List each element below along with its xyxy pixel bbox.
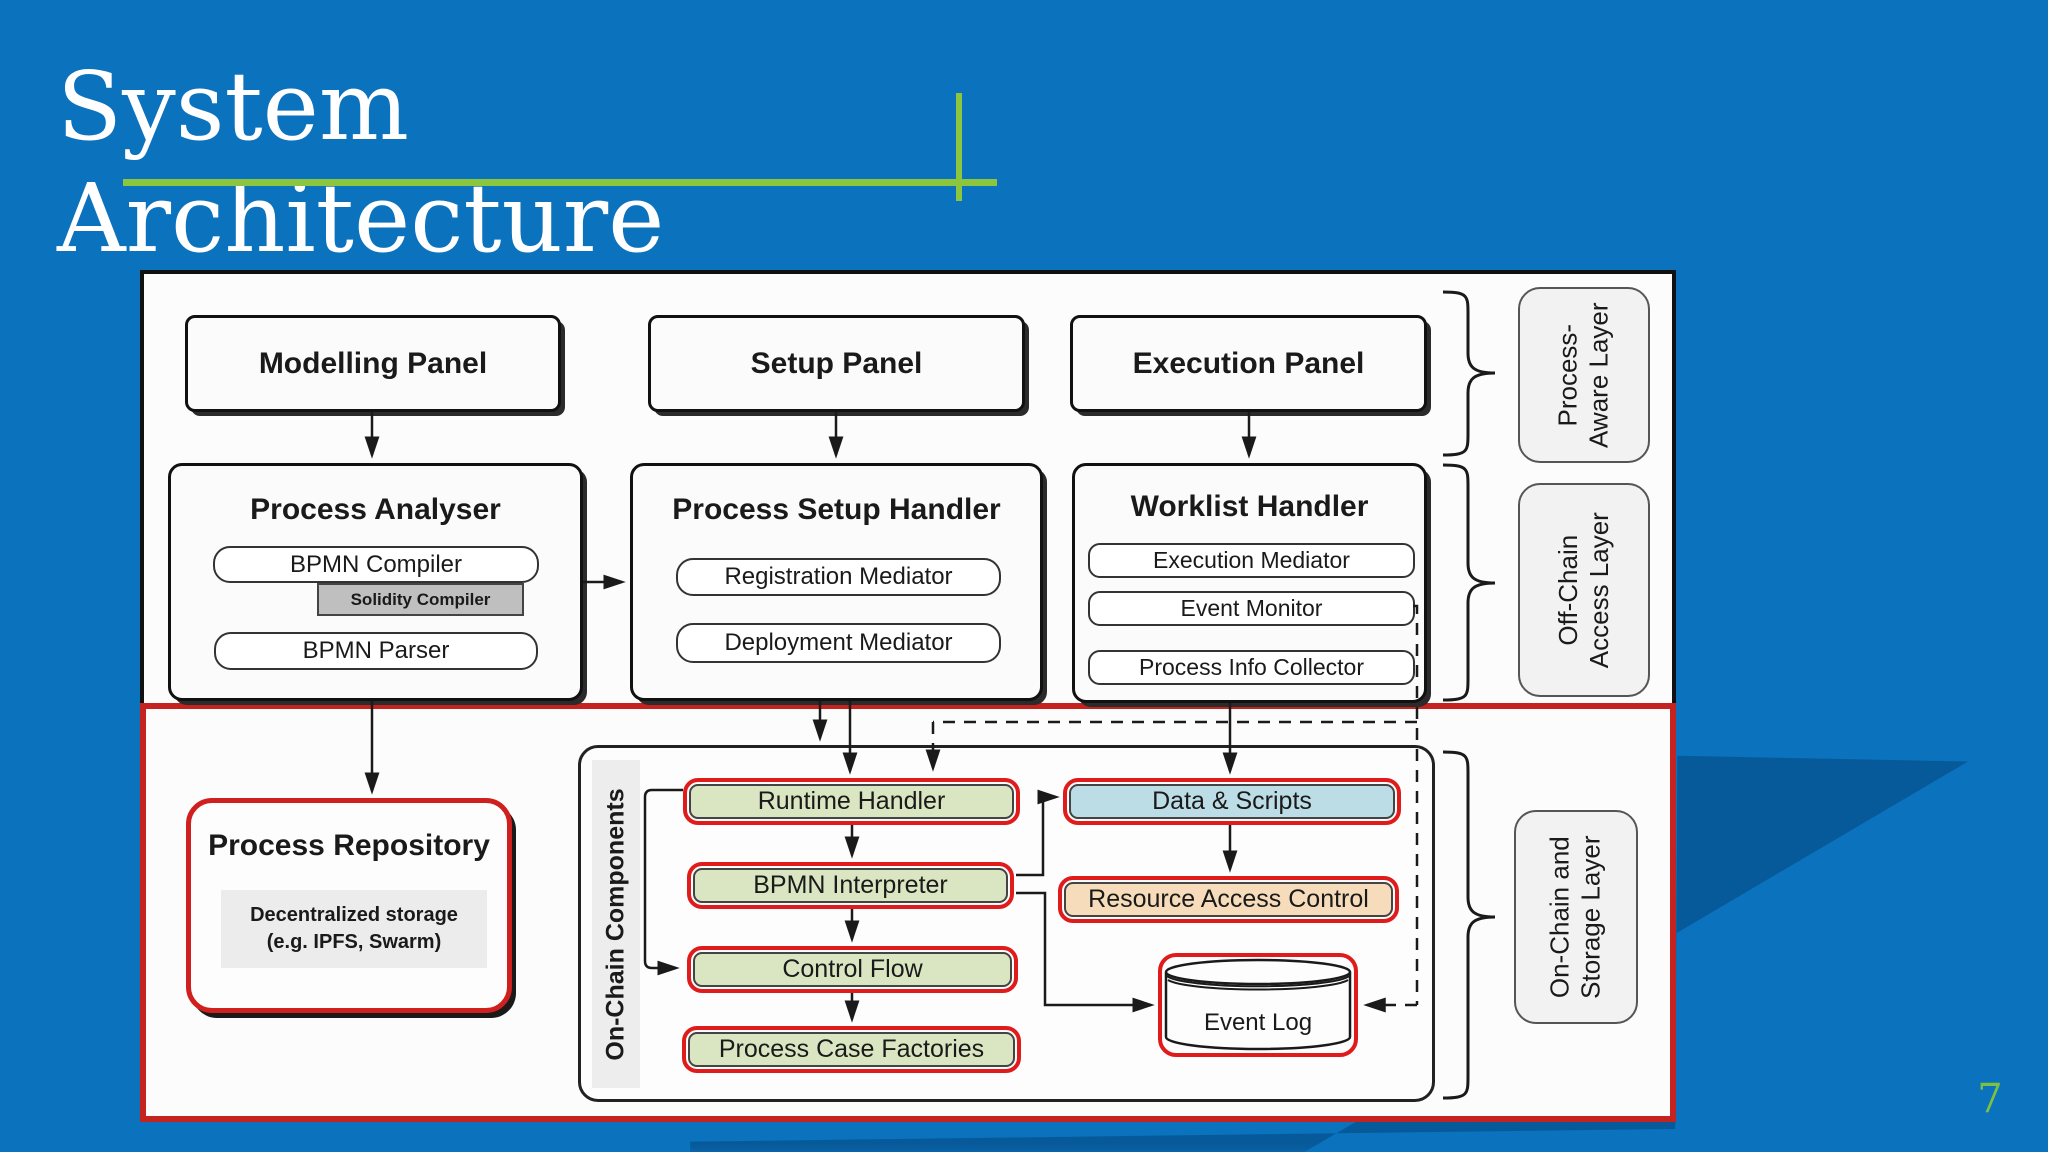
process-case-factories-label: Process Case Factories <box>718 1035 985 1063</box>
registration-mediator-box: Registration Mediator <box>676 558 1001 596</box>
database-cylinder-icon <box>1164 958 1352 1051</box>
data-scripts-box: Data & Scripts <box>1063 778 1401 825</box>
on-chain-components-label: On-Chain Components <box>601 787 630 1061</box>
on-chain-storage-line1: On-Chain and <box>1544 836 1575 998</box>
page-number: 7 <box>1977 1076 2003 1122</box>
resource-access-control-box: Resource Access Control <box>1058 876 1399 923</box>
registration-mediator-label: Registration Mediator <box>724 563 953 590</box>
execution-panel-box: Execution Panel <box>1070 315 1427 412</box>
storage-note-line1: Decentralized storage <box>250 904 458 926</box>
on-chain-storage-line2: Storage Layer <box>1576 835 1607 999</box>
process-info-collector-box: Process Info Collector <box>1088 650 1415 685</box>
solidity-compiler-label: Solidity Compiler <box>350 589 491 609</box>
bpmn-interpreter-box: BPMN Interpreter <box>687 862 1014 909</box>
storage-note-line2: (e.g. IPFS, Swarm) <box>266 931 442 953</box>
off-chain-layer-line2: Access Layer <box>1584 511 1615 669</box>
bpmn-interpreter-label: BPMN Interpreter <box>753 871 948 899</box>
decentralized-storage-note: Decentralized storage (e.g. IPFS, Swarm) <box>221 890 487 968</box>
execution-mediator-box: Execution Mediator <box>1088 543 1415 578</box>
solidity-compiler-box: Solidity Compiler <box>317 583 524 616</box>
page-title-line1: System <box>57 52 409 162</box>
setup-panel-box: Setup Panel <box>648 315 1025 412</box>
process-case-factories-box: Process Case Factories <box>682 1026 1021 1073</box>
control-flow-label: Control Flow <box>782 955 923 983</box>
bpmn-parser-box: BPMN Parser <box>214 632 538 670</box>
deployment-mediator-box: Deployment Mediator <box>676 623 1001 663</box>
execution-mediator-label: Execution Mediator <box>1153 547 1350 573</box>
off-chain-layer-line1: Off-Chain <box>1552 534 1583 646</box>
setup-panel-label: Setup Panel <box>750 346 923 380</box>
worklist-handler-title: Worklist Handler <box>1130 490 1369 523</box>
process-analyser-title: Process Analyser <box>250 493 501 526</box>
deployment-mediator-label: Deployment Mediator <box>724 629 953 656</box>
worklist-handler-box: Worklist Handler Execution Mediator Even… <box>1072 463 1427 703</box>
runtime-handler-label: Runtime Handler <box>757 787 946 815</box>
on-chain-components-strip: On-Chain Components <box>592 760 640 1088</box>
resource-access-control-label: Resource Access Control <box>1088 885 1369 913</box>
event-monitor-label: Event Monitor <box>1180 595 1323 621</box>
process-setup-handler-box: Process Setup Handler Registration Media… <box>630 463 1043 701</box>
page-title-line2: Architecture <box>57 164 665 274</box>
off-chain-access-layer-label: Off-Chain Access Layer <box>1518 483 1650 697</box>
modelling-panel-label: Modelling Panel <box>258 346 488 380</box>
modelling-panel-box: Modelling Panel <box>185 315 561 412</box>
event-log-label: Event Log <box>1203 1009 1313 1036</box>
process-aware-layer-line1: Process- <box>1552 323 1583 427</box>
process-analyser-box: Process Analyser BPMN Compiler Solidity … <box>168 463 583 701</box>
bpmn-parser-label: BPMN Parser <box>302 637 450 664</box>
process-repository-title: Process Repository <box>208 829 490 862</box>
on-chain-storage-layer-label: On-Chain and Storage Layer <box>1514 810 1638 1024</box>
process-setup-handler-title: Process Setup Handler <box>672 493 1001 526</box>
title-underline-tick <box>956 93 962 201</box>
process-info-collector-label: Process Info Collector <box>1139 654 1364 680</box>
event-log-box: Event Log <box>1158 953 1358 1057</box>
title-underline <box>123 179 997 186</box>
process-repository-box: Process Repository Decentralized storage… <box>186 798 512 1013</box>
process-aware-layer-line2: Aware Layer <box>1584 302 1614 448</box>
control-flow-box: Control Flow <box>687 946 1018 993</box>
event-monitor-box: Event Monitor <box>1088 591 1415 626</box>
runtime-handler-box: Runtime Handler <box>683 778 1020 825</box>
bpmn-compiler-label: BPMN Compiler <box>289 550 463 578</box>
data-scripts-label: Data & Scripts <box>1152 787 1312 815</box>
bpmn-compiler-box: BPMN Compiler <box>213 546 539 583</box>
execution-panel-label: Execution Panel <box>1132 346 1365 380</box>
process-aware-layer-label: Process- Aware Layer <box>1518 287 1650 463</box>
